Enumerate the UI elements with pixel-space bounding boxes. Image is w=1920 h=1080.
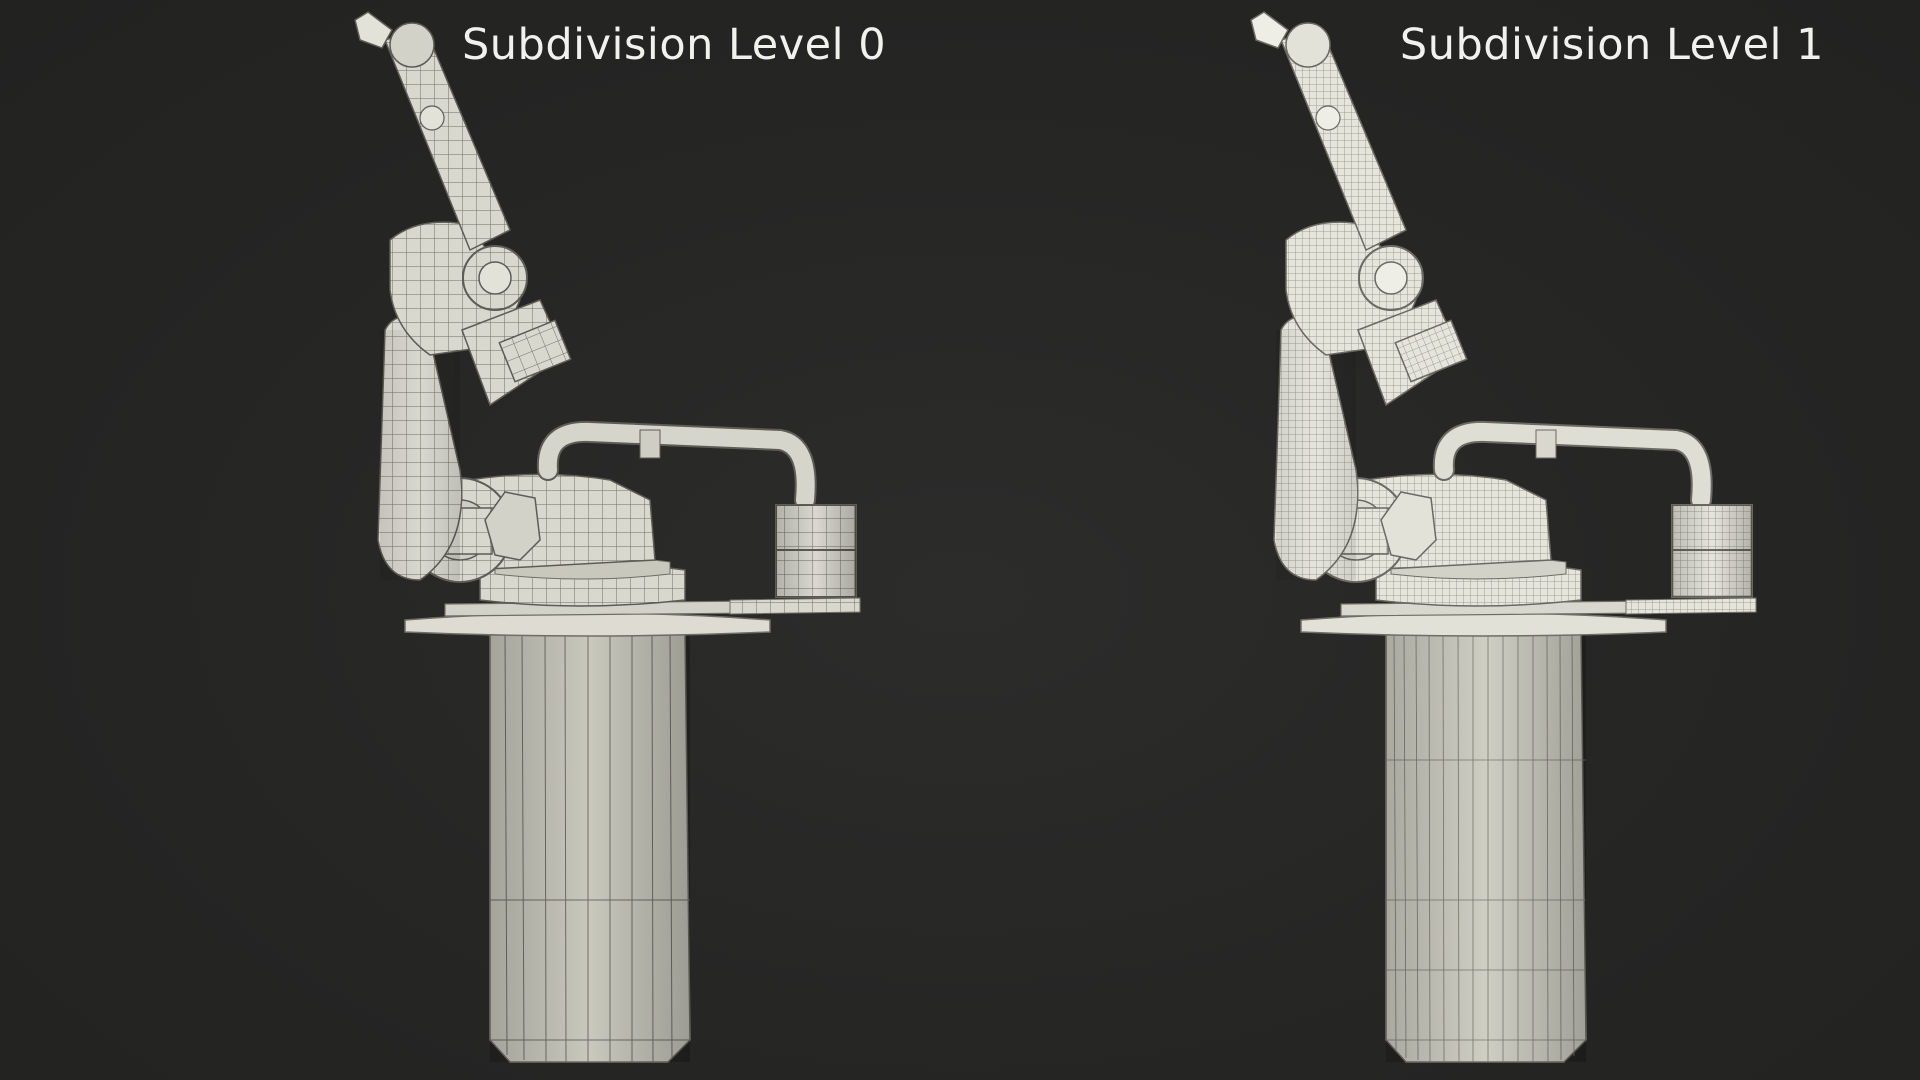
pedestal-column	[1385, 629, 1587, 1063]
cable-hose	[1432, 420, 1713, 511]
lower-arm	[377, 315, 463, 581]
cable-box	[775, 504, 857, 598]
cable-hose	[536, 420, 817, 511]
pedestal-column	[489, 629, 691, 1063]
wrist-motors	[1357, 299, 1468, 407]
upper-arm	[1279, 22, 1407, 252]
label-subdivision-level-1: Subdivision Level 1	[1399, 20, 1824, 70]
label-subdivision-level-0: Subdivision Level 0	[462, 20, 887, 70]
wrist-motors	[461, 299, 572, 407]
upper-arm	[383, 22, 511, 252]
lower-arm	[1273, 315, 1359, 581]
robot-model-level-0	[354, 11, 861, 1063]
end-effector	[354, 11, 393, 49]
end-effector	[1250, 11, 1289, 49]
robot-model-level-1	[1250, 11, 1757, 1063]
cable-box	[1671, 504, 1753, 598]
